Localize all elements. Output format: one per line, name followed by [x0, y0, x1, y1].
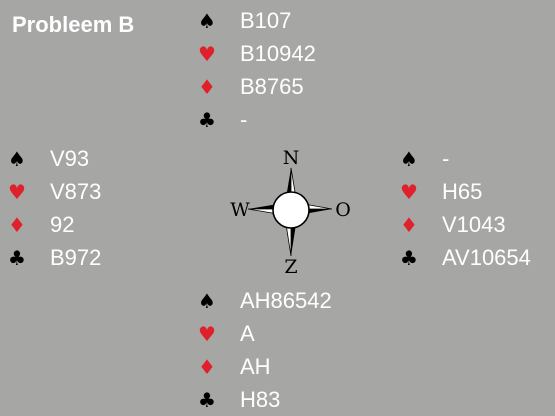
club-icon: ♣ [198, 107, 216, 132]
hand-north: ♠ B107 ♥ B10942 ♦ B8765 ♣ - [198, 4, 316, 136]
suit-row-spades: ♠ B107 [198, 4, 316, 37]
suit-row-diamonds: ♦ V1043 [400, 208, 531, 241]
compass-rose-icon: N W O Z [230, 147, 351, 276]
heart-icon: ♥ [8, 179, 26, 204]
diamond-icon: ♦ [8, 212, 26, 237]
cards-diamonds: V1043 [442, 211, 506, 237]
problem-title: Probleem B [12, 12, 135, 37]
cards-hearts: V873 [50, 178, 102, 204]
suit-row-clubs: ♣ AV10654 [400, 241, 531, 274]
cards-hearts: A [240, 320, 255, 346]
hand-south: ♠ AH86542 ♥ A ♦ AH ♣ H83 [198, 284, 332, 416]
spade-icon: ♠ [8, 146, 26, 171]
hand-east: ♠ - ♥ H65 ♦ V1043 ♣ AV10654 [400, 142, 531, 274]
cards-clubs: AV10654 [442, 244, 531, 270]
cards-diamonds: AH [240, 353, 271, 379]
heart-icon: ♥ [198, 321, 216, 346]
heart-icon: ♥ [400, 179, 418, 204]
hand-west: ♠ V93 ♥ V873 ♦ 92 ♣ B972 [8, 142, 101, 274]
cards-diamonds: B8765 [240, 73, 304, 99]
diamond-icon: ♦ [198, 74, 216, 99]
diamond-icon: ♦ [400, 212, 418, 237]
spade-icon: ♠ [198, 8, 216, 33]
cards-spades: B107 [240, 7, 292, 33]
club-icon: ♣ [198, 387, 216, 412]
suit-row-hearts: ♥ B10942 [198, 37, 316, 70]
compass-needles [247, 167, 333, 257]
suit-row-hearts: ♥ A [198, 317, 332, 350]
cards-clubs: H83 [240, 386, 281, 412]
compass-north-label: N [283, 147, 300, 169]
cards-spades: - [442, 145, 450, 171]
cards-clubs: B972 [50, 244, 102, 270]
suit-row-diamonds: ♦ 92 [8, 208, 101, 241]
cards-clubs: - [240, 106, 248, 132]
suit-row-hearts: ♥ H65 [400, 175, 531, 208]
club-icon: ♣ [8, 245, 26, 270]
spade-icon: ♠ [198, 288, 216, 313]
cards-hearts: H65 [442, 178, 483, 204]
compass-east-label: O [335, 199, 351, 221]
suit-row-diamonds: ♦ AH [198, 350, 332, 383]
cards-spades: AH86542 [240, 287, 332, 313]
cards-hearts: B10942 [240, 40, 316, 66]
heart-icon: ♥ [198, 41, 216, 66]
diamond-icon: ♦ [198, 354, 216, 379]
compass-south-label: Z [284, 256, 297, 276]
cards-diamonds: 92 [50, 211, 75, 237]
spade-icon: ♠ [400, 146, 418, 171]
suit-row-spades: ♠ AH86542 [198, 284, 332, 317]
suit-row-spades: ♠ - [400, 142, 531, 175]
suit-row-clubs: ♣ B972 [8, 241, 101, 274]
compass-west-label: W [230, 199, 250, 221]
suit-row-clubs: ♣ H83 [198, 383, 332, 416]
suit-row-clubs: ♣ - [198, 103, 316, 136]
suit-row-hearts: ♥ V873 [8, 175, 101, 208]
suit-row-spades: ♠ V93 [8, 142, 101, 175]
suit-row-diamonds: ♦ B8765 [198, 70, 316, 103]
club-icon: ♣ [400, 245, 418, 270]
cards-spades: V93 [50, 145, 90, 171]
